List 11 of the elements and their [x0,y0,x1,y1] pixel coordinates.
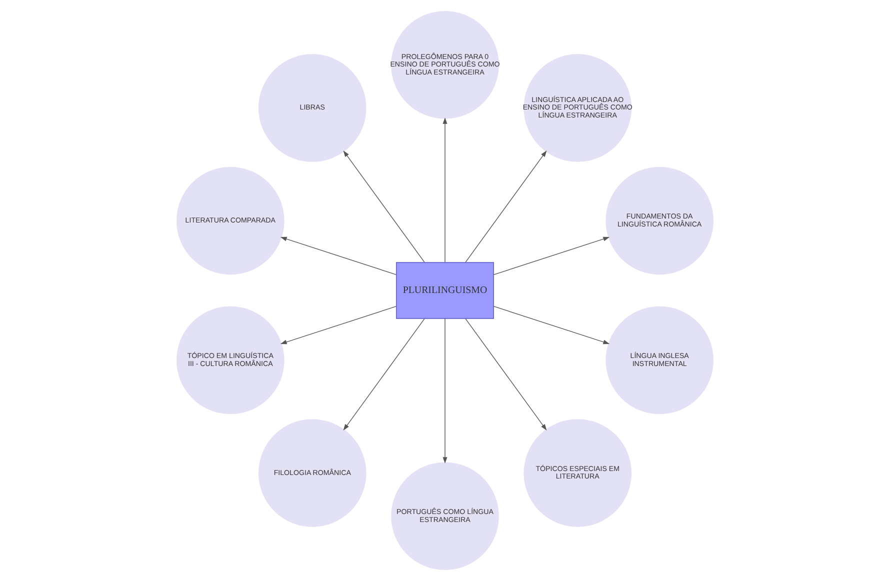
arrow [492,306,610,344]
arrow [464,318,546,431]
arrow [442,318,447,464]
arrow [280,236,396,276]
arrow [342,150,424,263]
arrow [280,306,396,344]
arrow [342,318,424,431]
arrow [492,236,610,276]
node-box: PLURILINGUISMO [396,262,494,319]
arrow [442,117,447,263]
arrow [464,150,546,263]
